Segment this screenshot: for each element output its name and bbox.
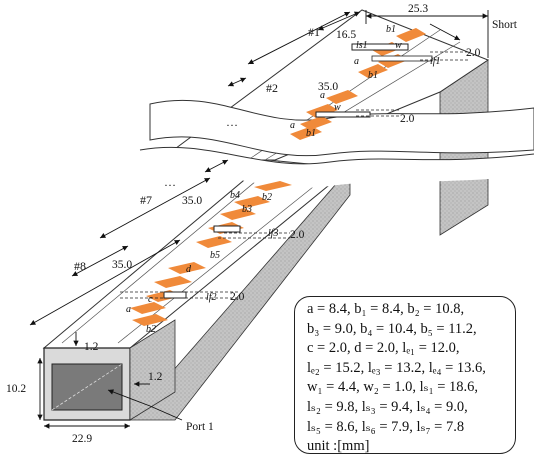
label-a-s2: a — [320, 90, 325, 101]
break-band-lower — [140, 147, 534, 188]
slot-8: #8 — [74, 259, 86, 273]
patch-labels: b1 ls1 w lf1 a b1 a w a b1 b2 b4 b3 lf3 … — [126, 24, 441, 335]
dimension-lines — [29, 10, 489, 429]
dim-2-c: 2.0 — [290, 229, 305, 241]
dim-35-a: 35.0 — [318, 81, 338, 93]
short-label: Short — [492, 19, 518, 31]
param-line-3: c = 2.0, d = 2.0, lₑ₁ = 12.0, — [307, 340, 460, 357]
label-b4: b4 — [230, 190, 240, 201]
dim-10-2: 10.2 — [6, 383, 26, 395]
param-line-1: a = 8.4, b₁ = 8.4, b₂ = 10.8, — [307, 301, 465, 317]
label-c: c — [148, 294, 153, 305]
dim-35-b: 35.0 — [182, 195, 202, 207]
label-a-s8: a — [126, 304, 131, 315]
dim-2-a: 2.0 — [466, 47, 481, 59]
label-b1-mid: b1 — [368, 70, 378, 81]
label-b3: b3 — [242, 204, 252, 215]
param-line-7: lₛ₅ = 8.6, lₛ₆ = 7.9, lₛ₇ = 7.8 — [307, 418, 465, 435]
dim-16-5: 16.5 — [336, 29, 356, 41]
break-band-upper — [149, 99, 534, 157]
dim-22-9: 22.9 — [72, 433, 92, 445]
label-a-s2b: a — [290, 120, 295, 131]
slot-2: #2 — [266, 81, 278, 95]
dim-35-c: 35.0 — [112, 259, 132, 271]
param-line-4: lₑ₂ = 15.2, lₑ₃ = 13.2, lₑ₄ = 13.6, — [307, 359, 486, 376]
label-lf2: lf2 — [206, 292, 217, 303]
dimension-labels: 25.3 Short 16.5 2.0 35.0 2.0 35.0 2.0 35… — [6, 3, 518, 445]
parameter-box: a = 8.4, b₁ = 8.4, b₂ = 10.8, b₃ = 9.0, … — [294, 296, 516, 454]
break-line — [139, 146, 534, 165]
label-w-top: w — [395, 40, 402, 51]
label-w-s2: w — [334, 102, 341, 113]
port-label: Port 1 — [186, 421, 214, 433]
dim-2-d: 2.0 — [230, 291, 245, 303]
param-line-5: w₁ = 4.4, w₂ = 1.0, lₛ₁ = 18.6, — [307, 379, 479, 396]
ellipsis-lower: … — [164, 175, 176, 189]
label-b1-s2: b1 — [306, 128, 316, 139]
lower-waveguide — [42, 159, 352, 421]
label-b2-s8: b2 — [146, 324, 156, 335]
slot-labels: #1 #2 #7 #8 … … — [74, 25, 320, 273]
slot-7: #7 — [140, 193, 152, 207]
label-d: d — [186, 264, 192, 275]
slot-1: #1 — [308, 25, 320, 39]
label-b5: b5 — [210, 250, 220, 261]
label-b2-s7: b2 — [262, 192, 272, 203]
dim-2-b: 2.0 — [400, 113, 415, 125]
label-ls1: ls1 — [356, 40, 368, 51]
ellipsis-upper: … — [226, 115, 238, 129]
param-line-2: b₃ = 9.0, b₄ = 10.4, b₅ = 11.2, — [307, 320, 477, 337]
label-lf1: lf1 — [430, 56, 441, 67]
patches-slot7 — [196, 181, 292, 248]
dim-top-width: 25.3 — [408, 3, 428, 15]
dim-1-2-side: 1.2 — [148, 371, 163, 383]
param-line-6: lₛ₂ = 9.8, lₛ₃ = 9.4, lₛ₄ = 9.0, — [307, 398, 468, 415]
patches-slot2 — [290, 90, 371, 140]
label-b1-top: b1 — [386, 24, 396, 35]
param-unit: unit :[mm] — [307, 438, 370, 455]
label-a-top: a — [354, 56, 359, 67]
label-lf3: lf3 — [268, 228, 279, 239]
dim-1-2-top: 1.2 — [84, 341, 99, 353]
patches-slot1 — [351, 28, 433, 78]
